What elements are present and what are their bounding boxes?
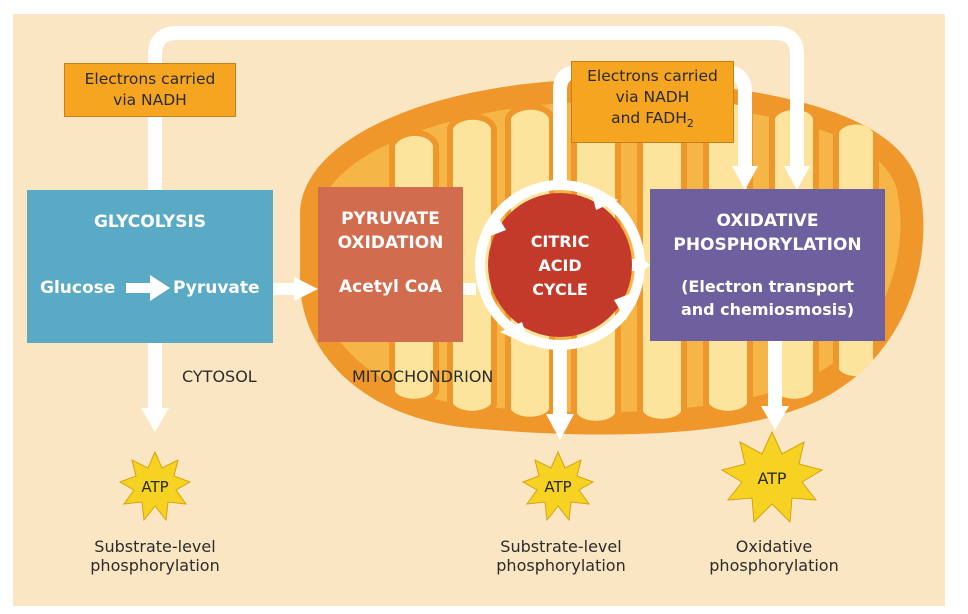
- right-electron-callout: Electrons carried via NADH and FADH2: [571, 61, 734, 143]
- atp-caption-2: Substrate-level phosphorylation: [480, 537, 642, 575]
- pyruvate-oxidation-title-2: OXIDATION: [337, 233, 444, 253]
- atp-star-1: ATP: [118, 450, 192, 522]
- right-callout-line1: Electrons carried: [587, 67, 718, 85]
- right-callout-line2: via NADH: [615, 88, 690, 106]
- oxphos-subtitle-2: and chemiosmosis): [680, 300, 855, 319]
- atp-label-2: ATP: [544, 478, 571, 496]
- atp-caption-1-line2: phosphorylation: [90, 556, 220, 575]
- atp-caption-3-line2: phosphorylation: [709, 556, 839, 575]
- fadh-subscript: 2: [686, 117, 694, 131]
- atp-star-2: ATP: [521, 450, 595, 522]
- atp-label-3: ATP: [757, 469, 786, 488]
- cytosol-label: CYTOSOL: [182, 367, 257, 386]
- atp-caption-1-line1: Substrate-level: [94, 537, 216, 556]
- cycle-arrowhead: [614, 290, 640, 320]
- atp-star-3: ATP: [720, 430, 824, 524]
- glucose-to-pyruvate-arrow: [126, 275, 170, 301]
- atp-caption-3: Oxidative phosphorylation: [694, 537, 854, 575]
- pyruvate-label: Pyruvate: [173, 278, 260, 298]
- glycolysis-title: GLYCOLYSIS: [93, 212, 207, 232]
- atp-caption-1: Substrate-level phosphorylation: [75, 537, 235, 575]
- atp-caption-3-line1: Oxidative: [735, 537, 813, 556]
- pyruvate-oxidation-box: PYRUVATE OXIDATION Acetyl CoA: [318, 187, 463, 342]
- oxphos-title-2: PHOSPHORYLATION: [673, 235, 862, 255]
- right-callout-line3: and FADH2: [572, 108, 733, 134]
- glycolysis-box: GLYCOLYSIS Glucose Pyruvate: [27, 190, 273, 343]
- left-callout-line1: Electrons carried: [84, 70, 216, 88]
- cycle-arrowhead: [480, 210, 506, 240]
- oxphos-title-1: OXIDATIVE: [716, 211, 819, 231]
- cycle-arrowhead: [590, 186, 618, 210]
- cycle-label: CYCLE: [532, 280, 588, 299]
- atp-caption-2-line1: Substrate-level: [500, 537, 622, 556]
- oxidative-phosphorylation-box: OXIDATIVE PHOSPHORYLATION (Electron tran…: [650, 189, 885, 341]
- left-electron-callout: Electrons carried via NADH: [64, 63, 236, 117]
- oxphos-subtitle-1: (Electron transport: [681, 277, 854, 296]
- citric-acid-cycle: CITRIC ACID CYCLE: [475, 180, 645, 350]
- cycle-arrowhead: [500, 322, 530, 346]
- atp-caption-2-line2: phosphorylation: [496, 556, 626, 575]
- acid-label: ACID: [538, 256, 581, 275]
- fadh-text: and FADH: [611, 109, 687, 127]
- atp-label-1: ATP: [141, 478, 168, 496]
- pyruvate-oxidation-title-1: PYRUVATE: [341, 209, 440, 229]
- left-callout-line2: via NADH: [113, 91, 187, 109]
- mitochondrion-label: MITOCHONDRION: [352, 367, 494, 386]
- acetyl-coa-label: Acetyl CoA: [338, 277, 443, 297]
- glucose-label: Glucose: [40, 278, 116, 298]
- citric-label: CITRIC: [531, 232, 590, 251]
